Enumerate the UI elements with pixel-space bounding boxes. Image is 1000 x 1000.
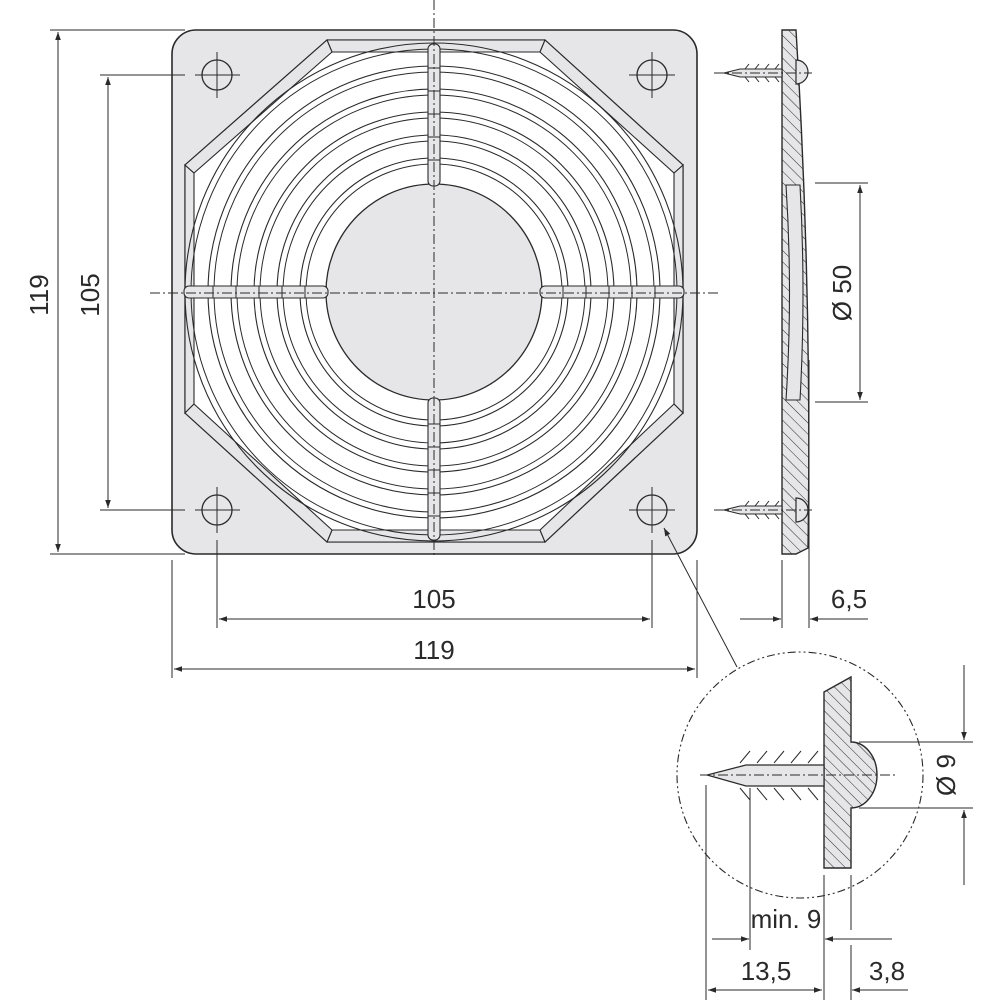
detail-leader bbox=[663, 527, 738, 668]
front-view bbox=[150, 0, 718, 555]
dim-depth: 6,5 bbox=[831, 584, 867, 614]
grille-strip-tl bbox=[184, 39, 333, 174]
dim-head-diameter: Ø 9 bbox=[931, 754, 961, 796]
dim-min-panel-thickness: min. 9 bbox=[751, 904, 822, 934]
rivet-bottom bbox=[714, 497, 812, 523]
dim-overall-height: 119 bbox=[24, 274, 54, 315]
rivet-top bbox=[714, 59, 812, 85]
detail-rivet bbox=[704, 764, 825, 787]
front-dimensions: 119 105 105 119 bbox=[24, 29, 698, 678]
dim-rivet-length: 13,5 bbox=[741, 956, 792, 986]
dim-head-height: 3,8 bbox=[869, 956, 905, 986]
dim-overall-width: 119 bbox=[413, 635, 454, 665]
grille-strip-tr bbox=[539, 39, 684, 174]
detail-view: Ø 9 min. 9 13,5 3,8 bbox=[676, 651, 973, 1000]
grille-strip-bl bbox=[184, 403, 333, 543]
side-view: Ø 50 6,5 bbox=[714, 29, 868, 628]
detail-panel-section bbox=[823, 675, 878, 869]
detail-circle bbox=[676, 651, 924, 899]
rib-left bbox=[183, 285, 329, 299]
dim-hole-spacing-vertical: 105 bbox=[75, 273, 105, 316]
mounting-hole-br bbox=[629, 487, 675, 533]
rib-right bbox=[539, 285, 685, 299]
grille-strip-br bbox=[539, 403, 684, 543]
dim-hole-spacing-horizontal: 105 bbox=[412, 584, 455, 614]
mounting-hole-tr bbox=[629, 52, 675, 98]
mounting-hole-bl bbox=[195, 487, 240, 533]
dim-center-diameter: Ø 50 bbox=[827, 265, 857, 321]
mounting-hole-tl bbox=[195, 52, 240, 98]
